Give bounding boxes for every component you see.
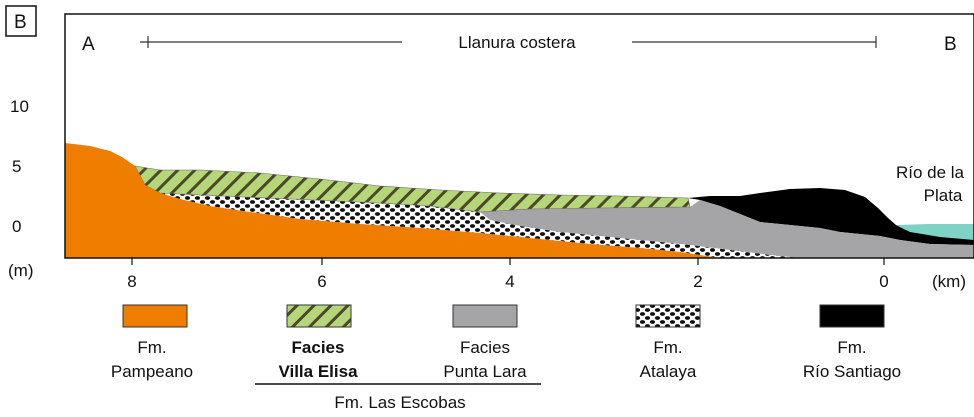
layer-rio-santiago — [688, 188, 974, 245]
x-tick-6: 6 — [317, 272, 326, 291]
legend-swatch-pampeano — [122, 304, 188, 328]
legend-label-rio-santiago-1: Fm. — [837, 338, 866, 357]
legend-label-punta-lara-2: Punta Lara — [443, 362, 527, 381]
end-label-right: B — [944, 34, 957, 55]
layer-villa-elisa — [134, 165, 691, 213]
panel-label: B — [14, 12, 27, 33]
profile-frame — [64, 13, 974, 259]
legend-label-rio-santiago-2: Río Santiago — [803, 362, 901, 381]
x-tick-4: 4 — [505, 272, 514, 291]
sea-label-line2: Plata — [924, 186, 963, 205]
x-tick-8: 8 — [127, 272, 136, 291]
x-axis-ticks — [131, 258, 885, 265]
group-label: Fm. Las Escobas — [334, 393, 465, 412]
y-axis-unit: (m) — [8, 261, 33, 280]
legend-swatch-atalaya — [635, 304, 701, 328]
legend-swatch-villa-elisa — [286, 304, 352, 328]
sea-label-line1: Río de la — [896, 163, 965, 182]
layer-pampeano — [65, 143, 720, 258]
legend-label-villa-elisa-1: Facies — [292, 338, 345, 357]
legend-label-pampeano-2: Pampeano — [111, 362, 193, 381]
x-tick-0: 0 — [879, 272, 888, 291]
layer-punta-lara — [480, 200, 974, 258]
end-label-left: A — [82, 34, 95, 55]
profile-layers — [65, 143, 974, 258]
zone-label: Llanura costera — [458, 33, 576, 52]
extent-line — [140, 36, 877, 48]
legend-swatch-punta-lara — [452, 304, 518, 328]
layer-atalaya — [160, 193, 800, 258]
river-water — [896, 224, 974, 240]
y-tick-10: 10 — [10, 97, 29, 116]
legend-label-pampeano-1: Fm. — [137, 338, 166, 357]
y-tick-0: 0 — [12, 217, 21, 236]
legend-swatch-rio-santiago — [819, 304, 885, 328]
legend-label-atalaya-2: Atalaya — [640, 362, 697, 381]
y-tick-5: 5 — [12, 157, 21, 176]
x-tick-2: 2 — [693, 272, 702, 291]
x-axis-unit: (km) — [932, 272, 966, 291]
legend-label-atalaya-1: Fm. — [653, 338, 682, 357]
panel-label-box — [5, 5, 37, 37]
legend-label-punta-lara-1: Facies — [460, 338, 510, 357]
legend-label-villa-elisa-2: Villa Elisa — [278, 362, 358, 381]
